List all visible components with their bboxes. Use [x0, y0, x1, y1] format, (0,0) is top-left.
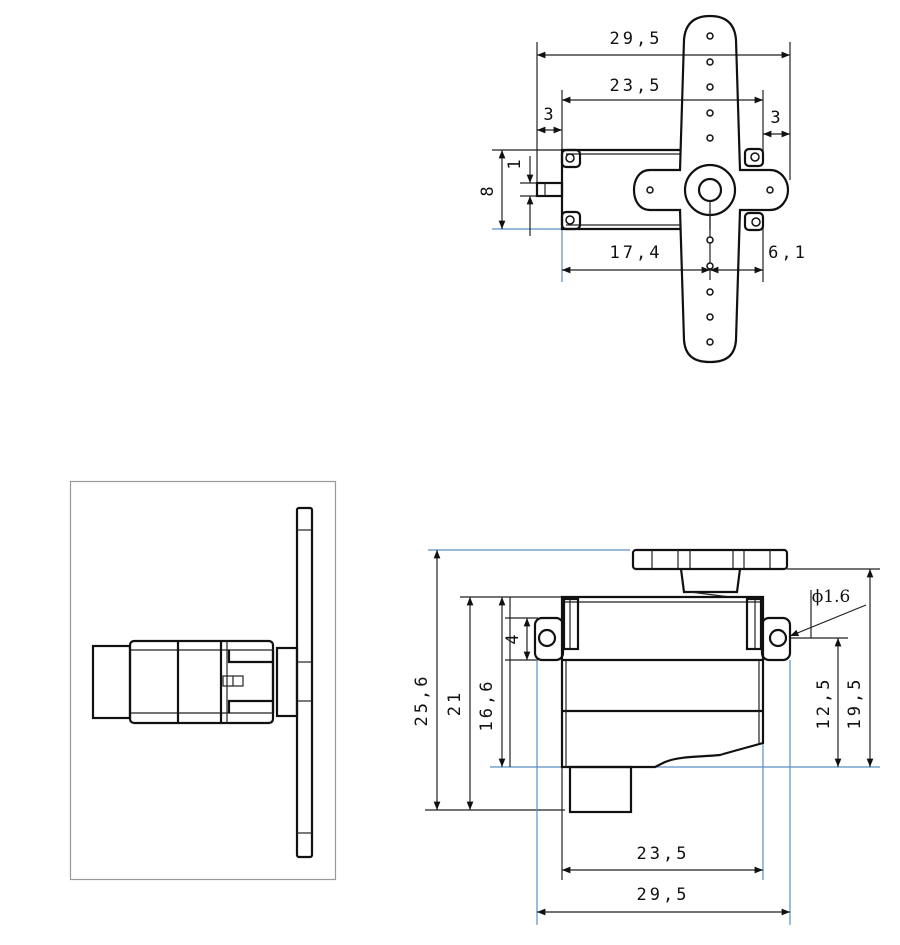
side-view — [69, 480, 337, 881]
dim-body-height: 16,6 — [477, 679, 497, 732]
dim-overall-width: 29,5 — [610, 29, 663, 49]
shaft-hub — [275, 646, 299, 718]
dim-left-ear: 3 — [543, 105, 556, 125]
servo-horn — [632, 14, 790, 364]
front-stub — [568, 765, 633, 814]
side-stub — [91, 644, 132, 720]
mounting-holes — [560, 147, 765, 232]
dim-ear-height: 12,5 — [814, 677, 834, 730]
front-horn — [631, 548, 789, 571]
front-view: 25,6 21 16,6 4 ϕ1.6 12,5 19,5 23,5 29,5 — [412, 548, 880, 925]
connector-stub — [535, 181, 564, 198]
dim-body-plus-stub: 21 — [445, 690, 465, 716]
dim-shaft-to-right: 6,1 — [768, 243, 808, 263]
side-view-frame — [69, 480, 337, 881]
dim-body-depth: 8 — [478, 183, 498, 196]
side-body — [128, 639, 275, 725]
dim-horn-height: 19,5 — [845, 677, 865, 730]
dim-shaft-from-left: 17,4 — [610, 243, 663, 263]
front-body — [560, 595, 765, 769]
top-view: 29,5 23,5 3 3 8 1 17,4 6,1 — [478, 14, 808, 364]
dim-hole-diameter: ϕ1.6 — [812, 587, 851, 607]
horn-holes — [646, 32, 774, 346]
dim-connector-offset: 1 — [505, 156, 525, 169]
horn-edge — [295, 506, 314, 859]
dim-front-overall-width: 29,5 — [637, 885, 690, 905]
dim-ear-thickness: 4 — [503, 631, 523, 644]
dim-total-height: 25,6 — [412, 674, 432, 727]
dim-front-body-width: 23,5 — [637, 844, 690, 864]
dim-right-ear: 3 — [770, 108, 783, 128]
front-hub — [679, 568, 742, 594]
dim-body-width: 23,5 — [610, 76, 663, 96]
